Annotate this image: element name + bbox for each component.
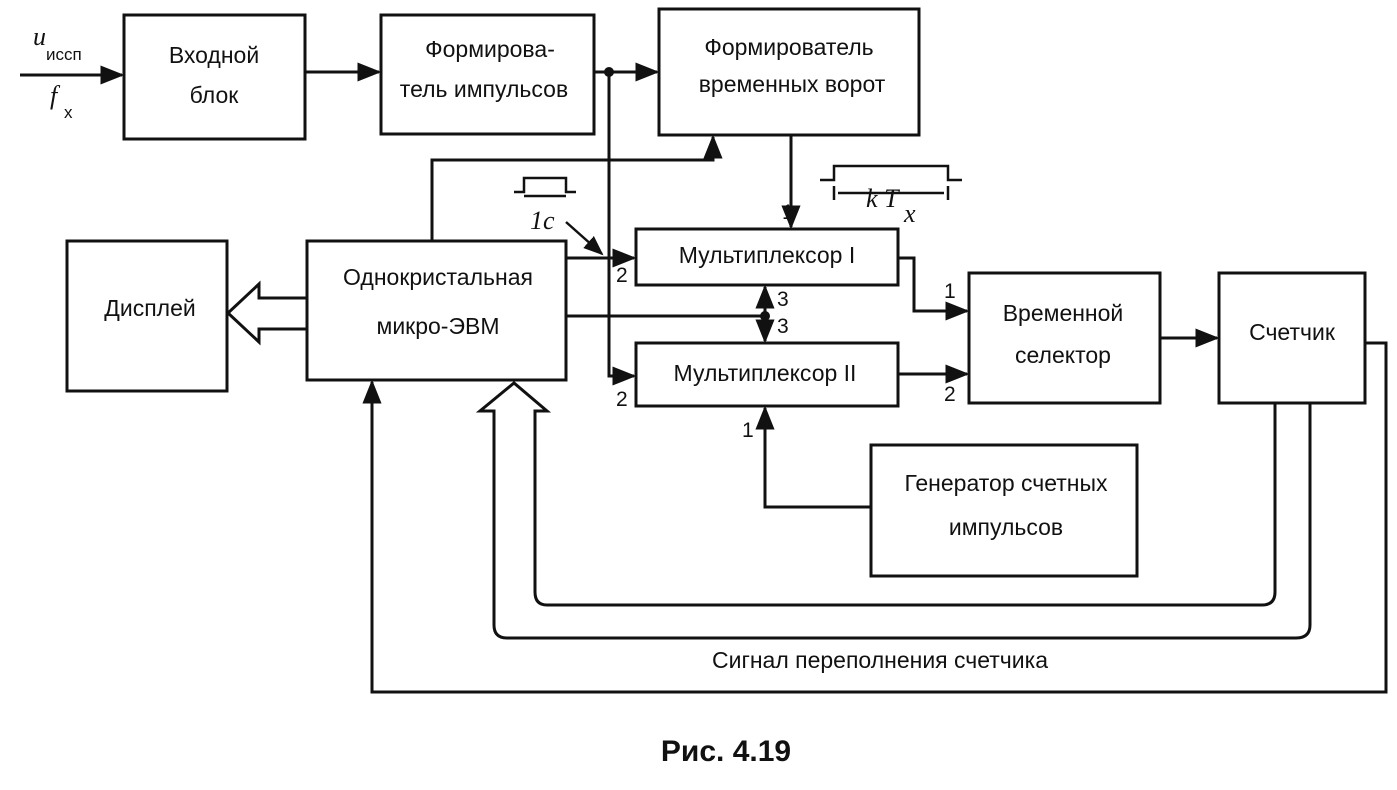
svg-text:Мультиплексор II: Мультиплексор II (674, 360, 857, 386)
svg-text:2: 2 (616, 264, 628, 287)
svg-text:временных ворот: временных ворот (699, 71, 886, 97)
multiplexer-2-block: Мультиплексор II (634, 341, 900, 408)
svg-text:k: k (866, 184, 878, 213)
svg-text:Мультиплексор I: Мультиплексор I (679, 242, 856, 268)
svg-text:тель импульсов: тель импульсов (400, 76, 568, 102)
bus-counter-to-mcu (475, 381, 1312, 640)
svg-text:1с: 1с (530, 206, 555, 235)
wire-overflow-signal (362, 341, 1388, 694)
svg-text:f: f (50, 81, 61, 110)
svg-text:Входной: Входной (169, 42, 259, 68)
svg-text:селектор: селектор (1015, 342, 1111, 368)
gate-shaper-block: Формирователь временных ворот (657, 7, 921, 137)
svg-text:Формирователь: Формирователь (704, 34, 873, 60)
figure-caption: Рис. 4.19 (661, 735, 791, 768)
pulse-shaper-block: Формирова- тель импульсов (379, 13, 596, 136)
microcomputer-block: Однокристальная микро-ЭВМ (305, 239, 568, 382)
svg-text:импульсов: импульсов (949, 514, 1063, 540)
counter-block: Счетчик (1217, 271, 1367, 405)
overflow-signal-label: Сигнал переполнения счетчика (712, 647, 1048, 673)
svg-text:x: x (903, 199, 916, 228)
multiplexer-1-block: Мультиплексор I (634, 227, 900, 287)
svg-text:2: 2 (616, 388, 628, 411)
svg-text:1: 1 (944, 280, 956, 303)
svg-text:Однокристальная: Однокристальная (343, 264, 533, 290)
svg-text:1: 1 (742, 419, 754, 442)
svg-text:x: x (64, 103, 73, 122)
svg-text:u: u (33, 22, 46, 51)
svg-text:Генератор счетных: Генератор счетных (904, 470, 1108, 496)
clock-generator-block: Генератор счетных импульсов (869, 443, 1139, 578)
svg-text:3: 3 (777, 288, 789, 311)
svg-text:микро-ЭВМ: микро-ЭВМ (377, 313, 500, 339)
svg-text:T: T (884, 184, 900, 213)
wire-pulses-down (607, 72, 637, 386)
gate-width-annotation: k T x (820, 164, 962, 228)
input-signal-labels: u иссп f x (33, 22, 82, 122)
wire-mux1-to-selector (898, 256, 970, 321)
svg-text:Формирова-: Формирова- (425, 36, 555, 62)
svg-text:иссп: иссп (46, 45, 82, 64)
svg-text:2: 2 (944, 383, 956, 406)
svg-text:блок: блок (190, 82, 240, 108)
one-second-pulse-annotation: 1с (514, 176, 604, 256)
svg-text:3: 3 (777, 315, 789, 338)
wire-mcu-to-gate (430, 134, 723, 241)
bus-mcu-to-display (225, 280, 307, 346)
svg-text:1: 1 (782, 201, 794, 224)
wire-clockgen-to-mux2 (755, 405, 871, 509)
time-selector-block: Временной селектор (967, 271, 1162, 405)
svg-text:Временной: Временной (1003, 300, 1124, 326)
svg-text:Счетчик: Счетчик (1249, 319, 1336, 345)
input-block: Входной блок (122, 13, 307, 141)
display-block: Дисплей (65, 239, 229, 393)
pin-labels: 1 2 3 3 2 1 1 2 (616, 201, 956, 442)
svg-text:Дисплей: Дисплей (104, 295, 195, 321)
